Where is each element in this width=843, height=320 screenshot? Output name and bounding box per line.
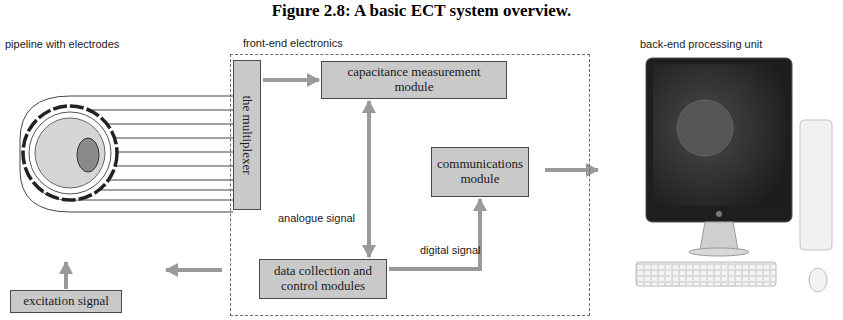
frame-box: front-end electronicsthe multiplexercapa… (230, 54, 590, 316)
box-text: the multiplexer (240, 95, 255, 174)
pipeline-section (23, 106, 117, 200)
connector-arrow (367, 101, 371, 257)
signal-box: excitation signal (10, 290, 122, 313)
signal-label: analogue signal (278, 212, 355, 224)
group-heading: front-end electronics (243, 37, 343, 50)
connector-arrow (263, 78, 319, 82)
electrode-wires (20, 96, 233, 212)
module-box: data collection and control modules (259, 259, 387, 299)
computer (636, 58, 832, 292)
module-box: communications module (431, 147, 529, 197)
module-box: capacitance measurement module (321, 61, 507, 99)
section-label: pipeline with electrodes (5, 38, 119, 50)
box-text: excitation signal (23, 294, 109, 309)
figure-title: Figure 2.8: A basic ECT system overview. (0, 1, 843, 21)
box-text: communications module (437, 157, 523, 187)
multiplexer-box: the multiplexer (233, 60, 261, 210)
section-label: back-end processing unit (640, 38, 762, 50)
connector-arrow (389, 199, 480, 269)
box-text: data collection and control modules (265, 264, 381, 294)
signal-label: digital signal (420, 244, 481, 256)
box-text: capacitance measurement module (327, 65, 501, 95)
